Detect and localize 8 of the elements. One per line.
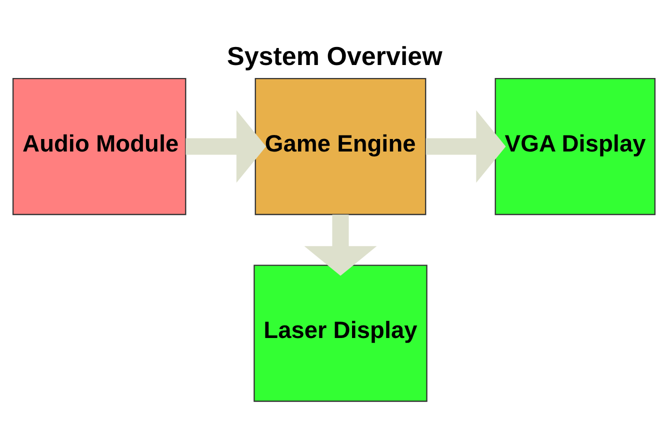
node-box: Game Engine xyxy=(254,78,426,216)
arrow xyxy=(304,214,377,276)
node-box: Audio Module xyxy=(12,78,186,216)
arrow xyxy=(426,110,506,183)
node-box: Laser Display xyxy=(254,264,428,402)
arrow xyxy=(186,110,266,183)
node-box: VGA Display xyxy=(494,78,656,216)
diagram-title: System Overview xyxy=(227,41,442,72)
